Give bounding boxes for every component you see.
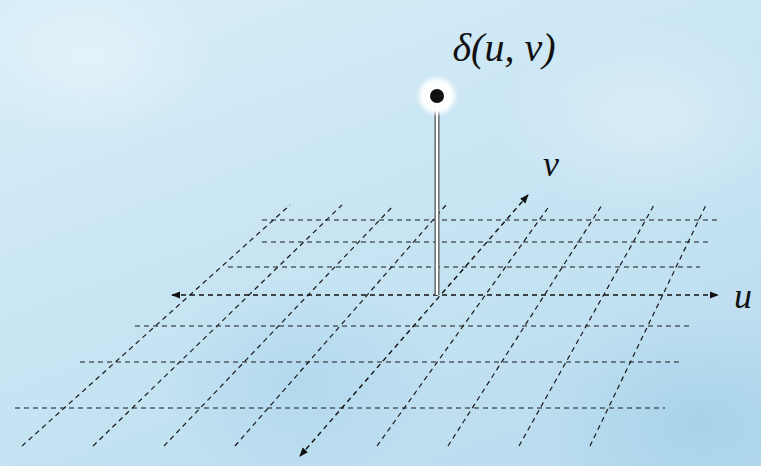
axes — [172, 195, 718, 456]
impulse-dot — [430, 89, 444, 103]
v-axis — [300, 195, 528, 456]
grid-line — [377, 205, 550, 446]
grid-line — [93, 205, 342, 446]
grid-line — [15, 407, 665, 408]
axis-label: u — [734, 278, 752, 314]
grid-line — [519, 205, 654, 446]
grid-line — [448, 205, 602, 446]
u-axis — [172, 294, 718, 295]
grid-line — [80, 361, 680, 362]
dashed-grid — [15, 205, 718, 446]
grid-line — [22, 205, 290, 446]
grid-line — [228, 266, 700, 267]
axis-label: v — [543, 146, 559, 182]
impulse-stem — [436, 100, 438, 295]
impulse-glow — [416, 75, 458, 117]
impulse-stem-outline — [435, 100, 440, 295]
function-label: δ(u, v) — [453, 28, 556, 68]
grid-line — [262, 219, 718, 220]
grid-line — [590, 205, 706, 446]
grid-line — [164, 205, 394, 446]
